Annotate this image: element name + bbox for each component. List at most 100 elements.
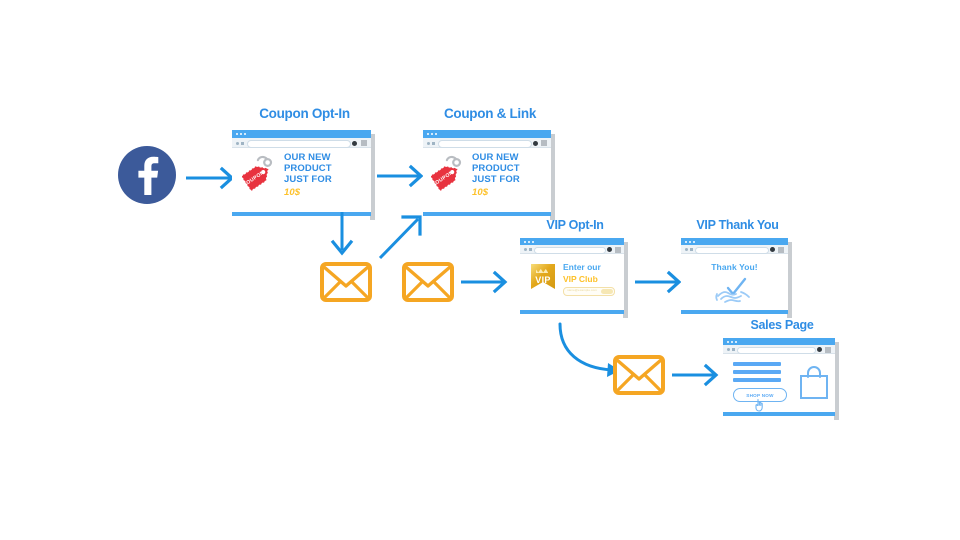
envelope-icon-email-3[interactable] (613, 355, 665, 395)
window-sales-page[interactable]: Sales Page (723, 318, 841, 420)
window-controls-dots (727, 340, 737, 343)
promo-text-block: OUR NEW PRODUCT JUST FOR 10$ (472, 152, 520, 198)
arrow-facebook-to-coupon-optin (186, 166, 236, 190)
vip-offer-block: VIP Enter our VIP Club name@example.com (528, 262, 615, 297)
vip-email-input[interactable]: name@example.com (563, 287, 615, 297)
window-title-vip-thankyou: VIP Thank You (696, 218, 779, 232)
address-bar[interactable] (695, 247, 769, 254)
browser-titlebar (520, 238, 624, 245)
window-content-vip-thankyou: Thank You! (681, 254, 788, 310)
promo-line-2: PRODUCT (284, 163, 332, 175)
gear-icon[interactable] (607, 247, 612, 252)
promo-text-block: OUR NEW PRODUCT JUST FOR 10$ (284, 152, 332, 198)
promo-line-2: PRODUCT (472, 163, 520, 175)
menu-icon[interactable] (361, 140, 367, 146)
arrow-email-2-to-vip-optin (461, 270, 509, 294)
browser-nav-dots[interactable] (236, 141, 244, 145)
shop-now-label: SHOP NOW (746, 392, 774, 398)
browser-toolbar (723, 345, 835, 354)
browser-nav-dots[interactable] (427, 141, 435, 145)
window-controls-dots (685, 240, 695, 243)
vip-submit-button[interactable] (601, 289, 613, 295)
text-bar (733, 362, 781, 366)
window-coupon-link[interactable]: Coupon & Link (423, 106, 557, 220)
vip-headline-line-1: Enter our (563, 262, 601, 272)
window-footer-bar (520, 310, 624, 314)
window-footer-bar (232, 212, 371, 216)
text-bar (733, 378, 781, 382)
text-bar (733, 370, 781, 374)
window-controls-dots (524, 240, 534, 243)
window-body: SHOP NOW (723, 338, 835, 416)
hand-cursor-icon (754, 398, 766, 413)
thankyou-block: Thank You! (681, 262, 788, 305)
browser-nav-dots[interactable] (727, 348, 735, 351)
envelope-icon-email-1[interactable] (320, 262, 372, 302)
window-body: COUPON OUR NEW PRODUCT JUST FOR 10$ (232, 130, 371, 216)
menu-icon[interactable] (778, 246, 784, 253)
arrow-coupon-optin-to-email-1 (330, 212, 354, 258)
vip-badge-icon: VIP (528, 262, 558, 296)
browser-toolbar (520, 245, 624, 254)
browser-titlebar (423, 130, 551, 138)
window-vip-optin[interactable]: VIP Opt-In (520, 218, 630, 318)
window-body: COUPON OUR NEW PRODUCT JUST FOR 10$ (423, 130, 551, 216)
shopping-bag-icon (797, 364, 831, 400)
window-shadow (787, 242, 792, 318)
browser-toolbar (681, 245, 788, 254)
browser-nav-dots[interactable] (685, 248, 693, 251)
gear-icon[interactable] (533, 140, 538, 146)
window-title-coupon-optin: Coupon Opt-In (259, 106, 350, 121)
window-footer-bar (681, 310, 788, 314)
thankyou-message: Thank You! (711, 262, 758, 272)
coupon-offer-block: COUPON OUR NEW PRODUCT JUST FOR 10$ (431, 152, 520, 198)
window-shadow (550, 134, 555, 220)
browser-nav-dots[interactable] (524, 248, 532, 251)
browser-titlebar (723, 338, 835, 345)
window-body: Thank You! (681, 238, 788, 314)
svg-text:VIP: VIP (535, 275, 550, 285)
window-title-vip-optin: VIP Opt-In (546, 218, 604, 232)
menu-icon[interactable] (541, 140, 547, 146)
address-bar[interactable] (438, 140, 532, 148)
menu-icon[interactable] (615, 246, 621, 253)
browser-titlebar (232, 130, 371, 138)
arrow-vip-optin-to-vip-thankyou (635, 270, 683, 294)
shop-now-button[interactable]: SHOP NOW (733, 388, 787, 412)
window-shadow (623, 242, 628, 318)
window-vip-thankyou[interactable]: VIP Thank You Thank You! (681, 218, 794, 318)
menu-icon[interactable] (825, 346, 831, 353)
sales-left-column: SHOP NOW (733, 362, 787, 412)
vip-copy-block: Enter our VIP Club name@example.com (563, 262, 615, 297)
envelope-icon-email-2[interactable] (402, 262, 454, 302)
window-shadow (834, 342, 839, 420)
gear-icon[interactable] (770, 247, 775, 252)
coupon-tag-icon: COUPON (431, 155, 467, 195)
address-bar[interactable] (737, 347, 816, 354)
window-coupon-optin[interactable]: Coupon Opt-In (232, 106, 377, 220)
promo-line-3: JUST FOR (472, 174, 520, 186)
window-title-coupon-link: Coupon & Link (443, 106, 537, 121)
address-bar[interactable] (247, 140, 351, 148)
vip-headline-line-2: VIP Club (563, 273, 598, 284)
vip-email-placeholder: name@example.com (567, 288, 597, 293)
arrow-coupon-optin-to-coupon-link (377, 164, 425, 188)
arrow-email-2-to-coupon-link (378, 213, 426, 261)
facebook-icon[interactable] (118, 146, 176, 204)
window-controls-dots (427, 133, 437, 135)
address-bar[interactable] (534, 247, 606, 254)
gear-icon[interactable] (817, 347, 822, 352)
window-shadow (370, 134, 375, 220)
promo-line-1: OUR NEW (284, 152, 331, 163)
window-content-sales-page: SHOP NOW (723, 354, 835, 412)
window-content-coupon-link: COUPON OUR NEW PRODUCT JUST FOR 10$ (423, 148, 551, 212)
window-footer-bar (723, 412, 835, 416)
browser-titlebar (681, 238, 788, 245)
browser-toolbar (232, 138, 371, 148)
gear-icon[interactable] (352, 140, 357, 146)
window-controls-dots (236, 133, 246, 135)
window-content-vip-optin: VIP Enter our VIP Club name@example.com (520, 254, 624, 310)
coupon-offer-block: COUPON OUR NEW PRODUCT JUST FOR 10$ (242, 152, 332, 198)
window-footer-bar (423, 212, 551, 216)
